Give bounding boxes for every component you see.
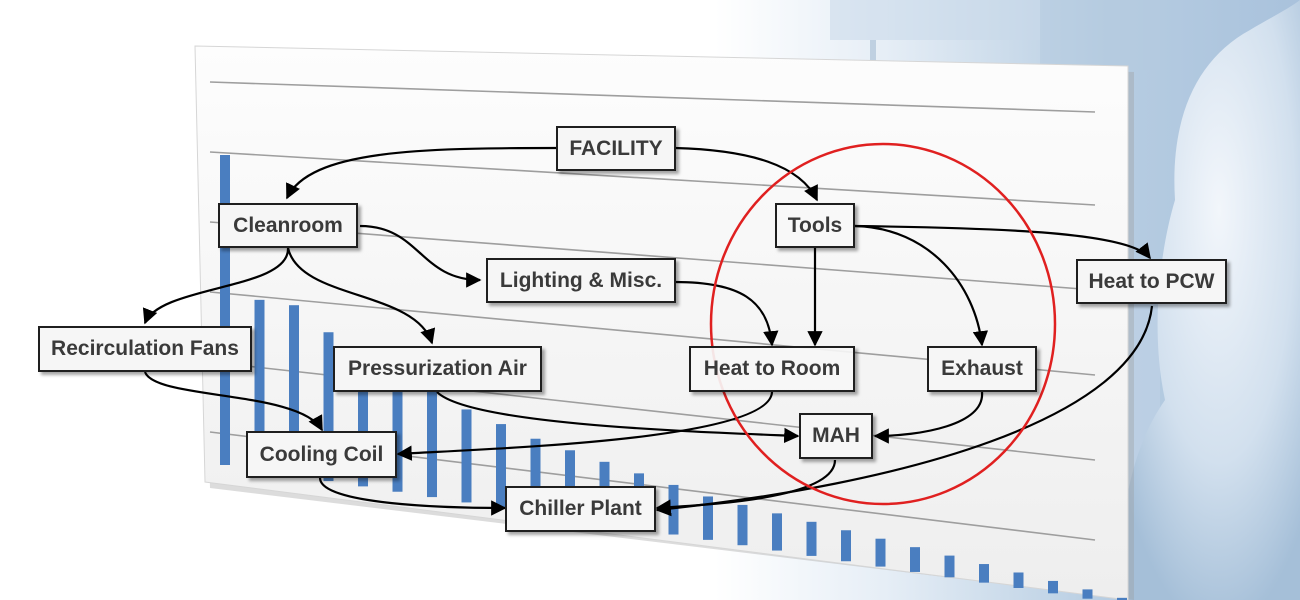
background-bar bbox=[703, 496, 713, 540]
edge-mah-chiller-plant bbox=[655, 459, 837, 515]
edge-tools-exhaust bbox=[854, 224, 989, 347]
background-bar bbox=[220, 155, 230, 465]
edges bbox=[142, 146, 1154, 517]
background-bar bbox=[461, 409, 472, 503]
node-heat-to-room[interactable]: Heat to Room bbox=[689, 346, 855, 392]
edge-pressurization-air-mah bbox=[436, 391, 800, 444]
edge-cleanroom-recirculation-fans bbox=[142, 247, 290, 325]
background-bar bbox=[737, 504, 748, 546]
background-bar bbox=[392, 373, 403, 492]
background-bar bbox=[1048, 580, 1058, 594]
edge-cleanroom-lighting bbox=[359, 224, 482, 288]
background-bar bbox=[1013, 572, 1024, 588]
node-chiller-plant[interactable]: Chiller Plant bbox=[505, 486, 656, 532]
node-mah[interactable]: MAH bbox=[799, 413, 873, 459]
node-pressurization-air[interactable]: Pressurization Air bbox=[333, 346, 542, 392]
background-bar bbox=[910, 547, 920, 572]
node-lighting-misc[interactable]: Lighting & Misc. bbox=[486, 258, 676, 303]
edge-facility-tools bbox=[674, 146, 818, 202]
background-bar bbox=[254, 299, 265, 471]
edge-facility-cleanroom bbox=[286, 146, 557, 200]
background-bar bbox=[841, 530, 851, 562]
node-cleanroom[interactable]: Cleanroom bbox=[218, 203, 358, 248]
node-heat-to-pcw[interactable]: Heat to PCW bbox=[1076, 259, 1227, 304]
background-bar bbox=[427, 391, 437, 498]
highlight-ellipse bbox=[709, 142, 1057, 506]
background-bar bbox=[1082, 589, 1093, 599]
node-exhaust[interactable]: Exhaust bbox=[927, 346, 1037, 392]
node-facility[interactable]: FACILITY bbox=[556, 126, 676, 171]
edge-lighting-heat-to-room bbox=[674, 280, 779, 347]
edge-tools-heat-to-pcw bbox=[854, 224, 1151, 260]
background-bar bbox=[289, 305, 299, 476]
background-bar bbox=[806, 521, 817, 556]
edge-exhaust-mah bbox=[873, 391, 984, 444]
edge-recirculation-fans-cooling-coil bbox=[143, 371, 323, 432]
edge-heat-to-room-cooling-coil bbox=[396, 391, 774, 461]
background-bars bbox=[220, 155, 1127, 600]
background-bar bbox=[772, 513, 782, 551]
node-tools[interactable]: Tools bbox=[775, 203, 855, 248]
background-bar bbox=[875, 538, 886, 567]
background-bar bbox=[944, 555, 955, 578]
background-bar bbox=[979, 564, 989, 583]
background-bar bbox=[323, 332, 334, 482]
background-bar bbox=[668, 484, 679, 535]
edge-heat-to-pcw-chiller-plant bbox=[655, 305, 1154, 517]
background-bar bbox=[358, 353, 368, 487]
background-bar bbox=[530, 438, 541, 514]
background-bar bbox=[565, 450, 575, 519]
background-bar bbox=[496, 424, 506, 508]
edge-cooling-coil-chiller-plant bbox=[318, 477, 507, 516]
background-bar bbox=[1117, 597, 1127, 600]
node-cooling-coil[interactable]: Cooling Coil bbox=[246, 431, 397, 478]
edge-cleanroom-pressurization-air bbox=[286, 247, 436, 345]
node-recirculation-fans[interactable]: Recirculation Fans bbox=[38, 326, 252, 372]
